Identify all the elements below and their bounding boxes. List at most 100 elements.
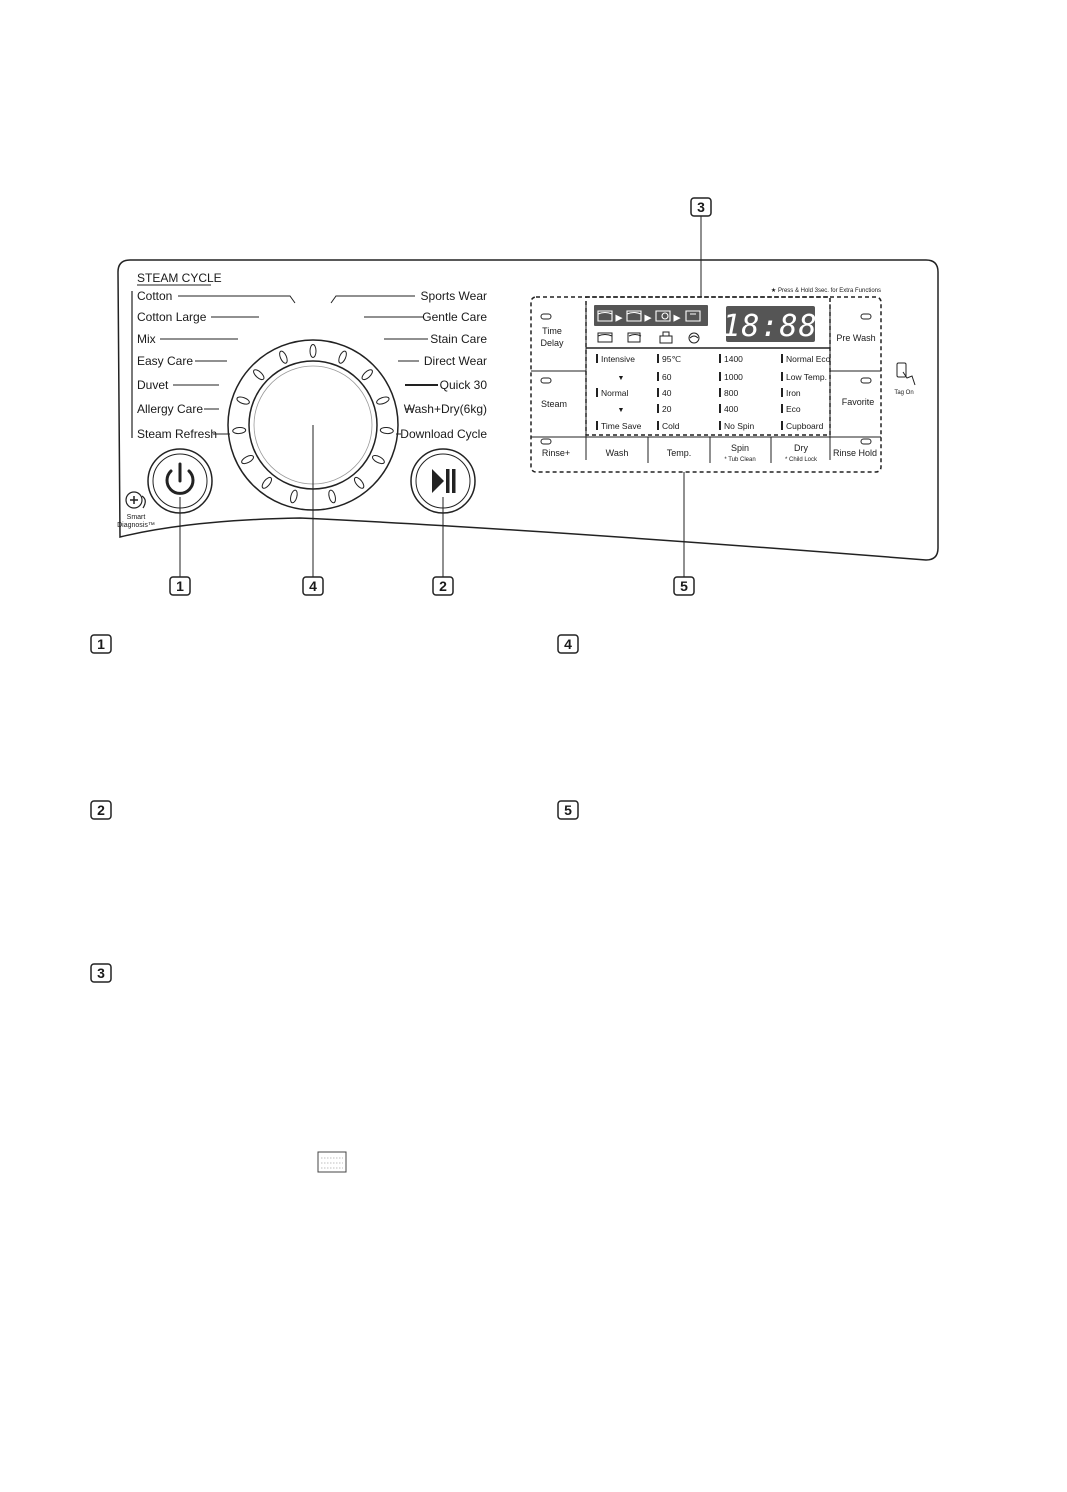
option-label-temp: 20 (662, 404, 672, 414)
cycle-label-left[interactable]: Easy Care (137, 354, 193, 368)
section-box (90, 634, 112, 654)
arrow-icon: ▶ (616, 315, 622, 322)
steam-tub-icon (597, 332, 613, 343)
arrow-icon: ▶ (645, 315, 651, 322)
option-label-spin: 400 (724, 404, 738, 414)
option-label-dry: Eco (786, 404, 801, 414)
dial-led (372, 455, 385, 465)
section-number: 3 (97, 965, 105, 981)
bottom-button-label[interactable]: Spin (731, 443, 749, 453)
callout-box (432, 576, 454, 596)
bottom-button-label[interactable]: Rinse+ (542, 448, 570, 458)
option-marker (719, 372, 721, 381)
progress-icon-bar (594, 305, 708, 326)
status-icons (597, 331, 700, 344)
bottom-button-label[interactable]: Wash (606, 448, 629, 458)
bottom-button-sublabel: * Tub Clean (724, 457, 755, 463)
option-label-dry: Low Temp. (786, 372, 827, 382)
dial-led (253, 369, 265, 381)
turbo-tub-icon (627, 332, 642, 343)
option-label-wash: Normal (601, 388, 629, 398)
section-number: 1 (97, 636, 105, 652)
dial-led (353, 476, 365, 489)
option-marker (657, 354, 659, 363)
option-marker (719, 354, 721, 363)
wash-icon (626, 310, 642, 322)
dial-led-ring (232, 344, 394, 504)
section-box (90, 800, 112, 820)
start-pause-button[interactable] (410, 448, 476, 514)
cycle-label-right[interactable]: Download Cycle (400, 427, 487, 441)
bottom-button-sublabel: * Child Lock (785, 457, 818, 463)
option-label-dry: Normal Eco (786, 354, 831, 364)
time-delay-button[interactable]: Delay (540, 338, 564, 348)
bottom-button-label[interactable]: Rinse Hold (833, 448, 877, 458)
option-label-temp: 60 (662, 372, 672, 382)
panel-outline (117, 259, 939, 561)
door-lock-icon (659, 331, 673, 344)
dial-led (309, 344, 317, 358)
bottom-button-label[interactable]: Temp. (667, 448, 692, 458)
callout-leader-lines (179, 216, 702, 577)
option-label-wash: ▼ (618, 375, 625, 382)
option-marker (781, 372, 783, 381)
cycle-label-right[interactable]: Direct Wear (424, 354, 487, 368)
cycle-label-left[interactable]: Cotton (137, 289, 172, 303)
callout-number: 4 (309, 578, 317, 594)
section-number: 4 (564, 636, 572, 652)
option-label-wash: Time Save (601, 421, 642, 431)
cycle-label-right[interactable]: Sports Wear (421, 289, 487, 303)
time-readout: 18:88 (722, 309, 817, 344)
option-label-temp: Cold (662, 421, 680, 431)
dial-led (361, 369, 373, 381)
bottom-buttons: Rinse+ Wash Temp. Spin * Tub Clean Dry * Child… (542, 443, 877, 463)
dial-led (232, 426, 247, 435)
cycle-label-left[interactable]: Cotton Large (137, 310, 207, 324)
section-number: 5 (564, 802, 572, 818)
callout-number: 1 (176, 578, 184, 594)
section-box (557, 800, 579, 820)
cycle-label-right[interactable]: Wash+Dry(6kg) (404, 402, 487, 416)
callout-number: 3 (697, 199, 705, 215)
rinse-icon (655, 310, 671, 322)
bottom-button-label[interactable]: Dry (794, 443, 808, 453)
option-label-temp: 40 (662, 388, 672, 398)
steam-button[interactable]: Steam (541, 399, 567, 409)
steam-cycle-title: STEAM CYCLE (137, 271, 222, 285)
cycle-label-right[interactable]: Quick 30 (440, 378, 488, 392)
cycle-label-left[interactable]: Mix (137, 332, 156, 346)
dial-led (338, 350, 347, 364)
cycle-label-left[interactable]: Allergy Care (137, 402, 203, 416)
option-label-spin: 1400 (724, 354, 743, 364)
cycle-label-right[interactable]: Stain Care (430, 332, 487, 346)
press-hold-note: ★ Press & Hold 3sec. for Extra Functions (771, 287, 881, 294)
option-marker (596, 421, 598, 430)
pre-wash-button[interactable]: Pre Wash (836, 333, 875, 343)
arrow-icon: ▶ (674, 315, 680, 322)
favorite-button[interactable]: Favorite (842, 397, 875, 407)
smart-diagnosis-icon (125, 491, 146, 509)
tag-on-icon (896, 362, 916, 386)
option-marker (781, 421, 783, 430)
cycle-label-left[interactable]: Duvet (137, 378, 169, 392)
dial-led (279, 350, 288, 364)
time-delay-button[interactable]: Time (542, 326, 562, 336)
callout-box (673, 576, 695, 596)
smart-diagnosis-label: Diagnosis™ (117, 522, 155, 529)
option-marker (657, 421, 659, 430)
play-pause-icon (432, 469, 456, 493)
option-marker (719, 388, 721, 397)
section-box (90, 963, 112, 983)
power-icon (165, 462, 195, 495)
option-label-dry: Iron (786, 388, 801, 398)
cycle-label-right[interactable]: Gentle Care (422, 310, 487, 324)
option-label-wash: Intensive (601, 354, 635, 364)
spin-icon (685, 310, 701, 322)
option-marker (657, 404, 659, 413)
dial-led (236, 396, 250, 405)
cycle-label-left[interactable]: Steam Refresh (137, 427, 217, 441)
smart-diagnosis-label: Smart (127, 514, 146, 521)
